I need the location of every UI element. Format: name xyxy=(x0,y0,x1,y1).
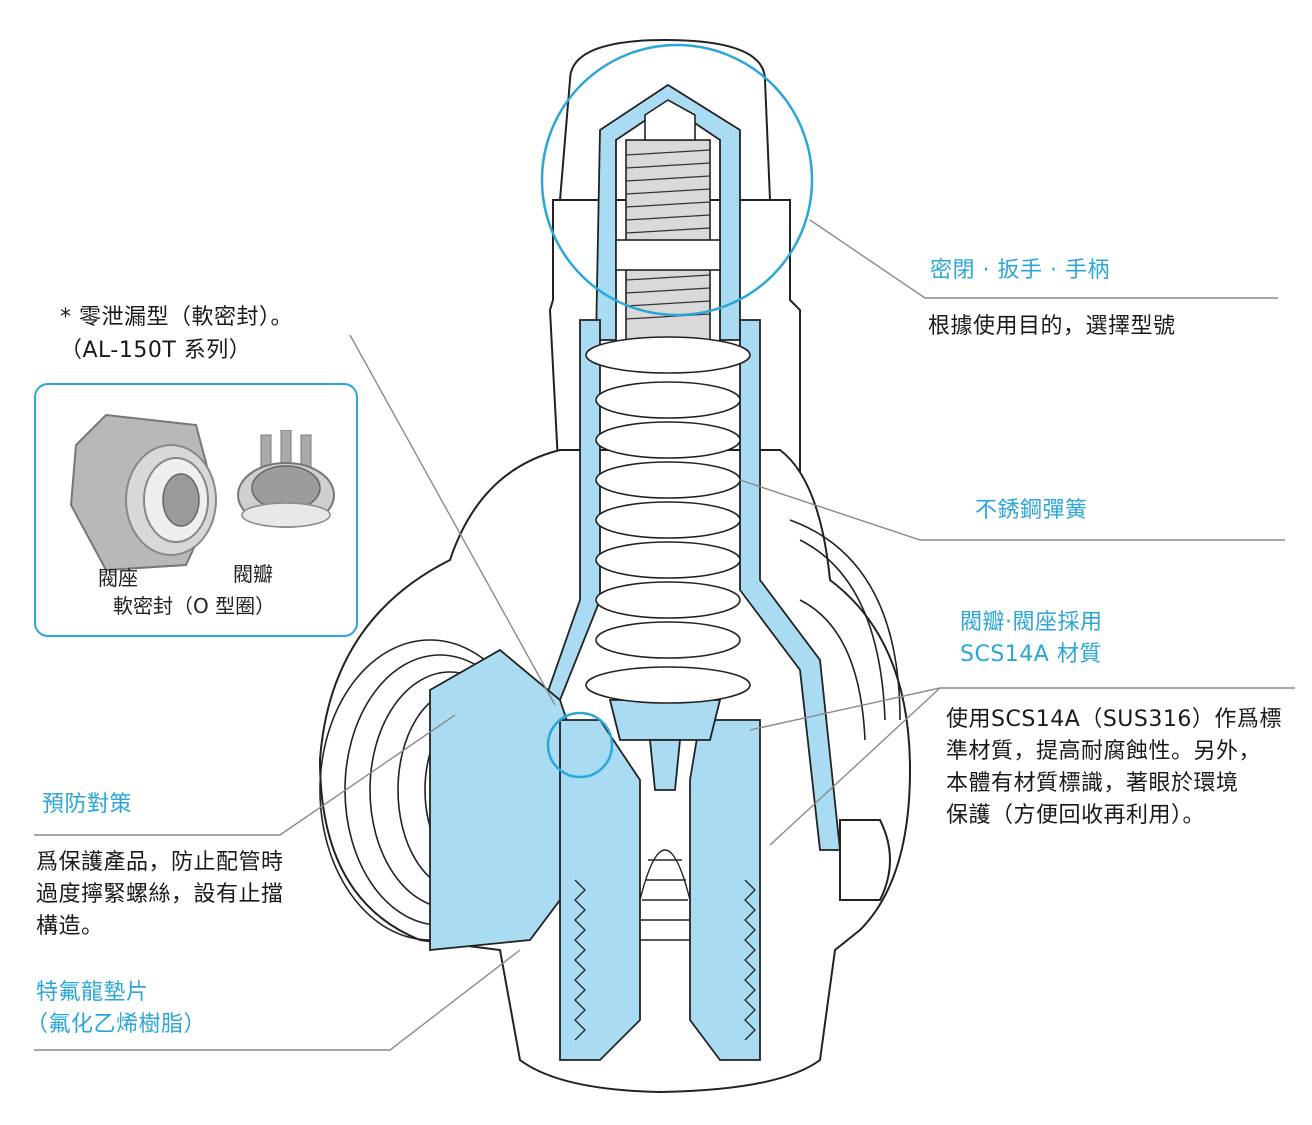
zero-leak-series: （AL-150T 系列） xyxy=(60,338,252,363)
valve-seat-caption: 閥座 xyxy=(98,566,138,590)
valve-disc-photo xyxy=(237,430,335,528)
seal-highlight-circle xyxy=(540,43,814,317)
adjusting-screw xyxy=(615,99,721,341)
leader-lines xyxy=(34,219,1295,1051)
prevention-desc-1: 爲保護產品，防止配管時 xyxy=(36,850,284,875)
valve-seat-photo xyxy=(69,413,218,572)
stopper-highlight-circle xyxy=(546,711,614,779)
seal-wrench-handle-desc: 根據使用目的，選擇型號 xyxy=(928,314,1176,339)
seal-wrench-handle-title: 密閉 · 扳手 · 手柄 xyxy=(930,258,1110,283)
prevention-title: 預防對策 xyxy=(42,792,133,817)
prevention-desc-2: 過度擰緊螺絲，設有止擋 xyxy=(36,882,284,907)
gasket-title: 特氟龍墊片 xyxy=(36,980,149,1005)
soft-seal-caption: 軟密封（O 型圈） xyxy=(113,594,276,618)
gasket-subtitle: （氟化乙烯樹脂） xyxy=(26,1012,207,1037)
valve-disc-caption: 閥瓣 xyxy=(233,562,273,586)
material-desc-4: 保護（方便回收再利用）。 xyxy=(946,803,1206,828)
zero-leak-note: * 零泄漏型（軟密封）。 xyxy=(60,305,293,330)
soft-seal-inset: 閥座 閥瓣 軟密封（O 型圈） xyxy=(34,383,358,637)
material-desc-2: 準材質，提高耐腐蝕性。另外， xyxy=(946,739,1262,764)
spring-title: 不銹鋼彈簧 xyxy=(975,498,1088,523)
material-desc-1: 使用SCS14A（SUS316）作爲標 xyxy=(946,707,1282,732)
spring-coils xyxy=(585,336,751,704)
material-desc-3: 本體有材質標識，著眼於環境 xyxy=(946,771,1239,796)
material-title-1: 閥瓣·閥座採用 xyxy=(960,610,1103,635)
body-rings-right xyxy=(789,519,901,741)
prevention-desc-3: 構造。 xyxy=(36,914,104,939)
material-title-2: SCS14A 材質 xyxy=(960,642,1102,667)
nozzle-cone xyxy=(639,849,691,941)
outlet-thread xyxy=(574,879,756,1041)
